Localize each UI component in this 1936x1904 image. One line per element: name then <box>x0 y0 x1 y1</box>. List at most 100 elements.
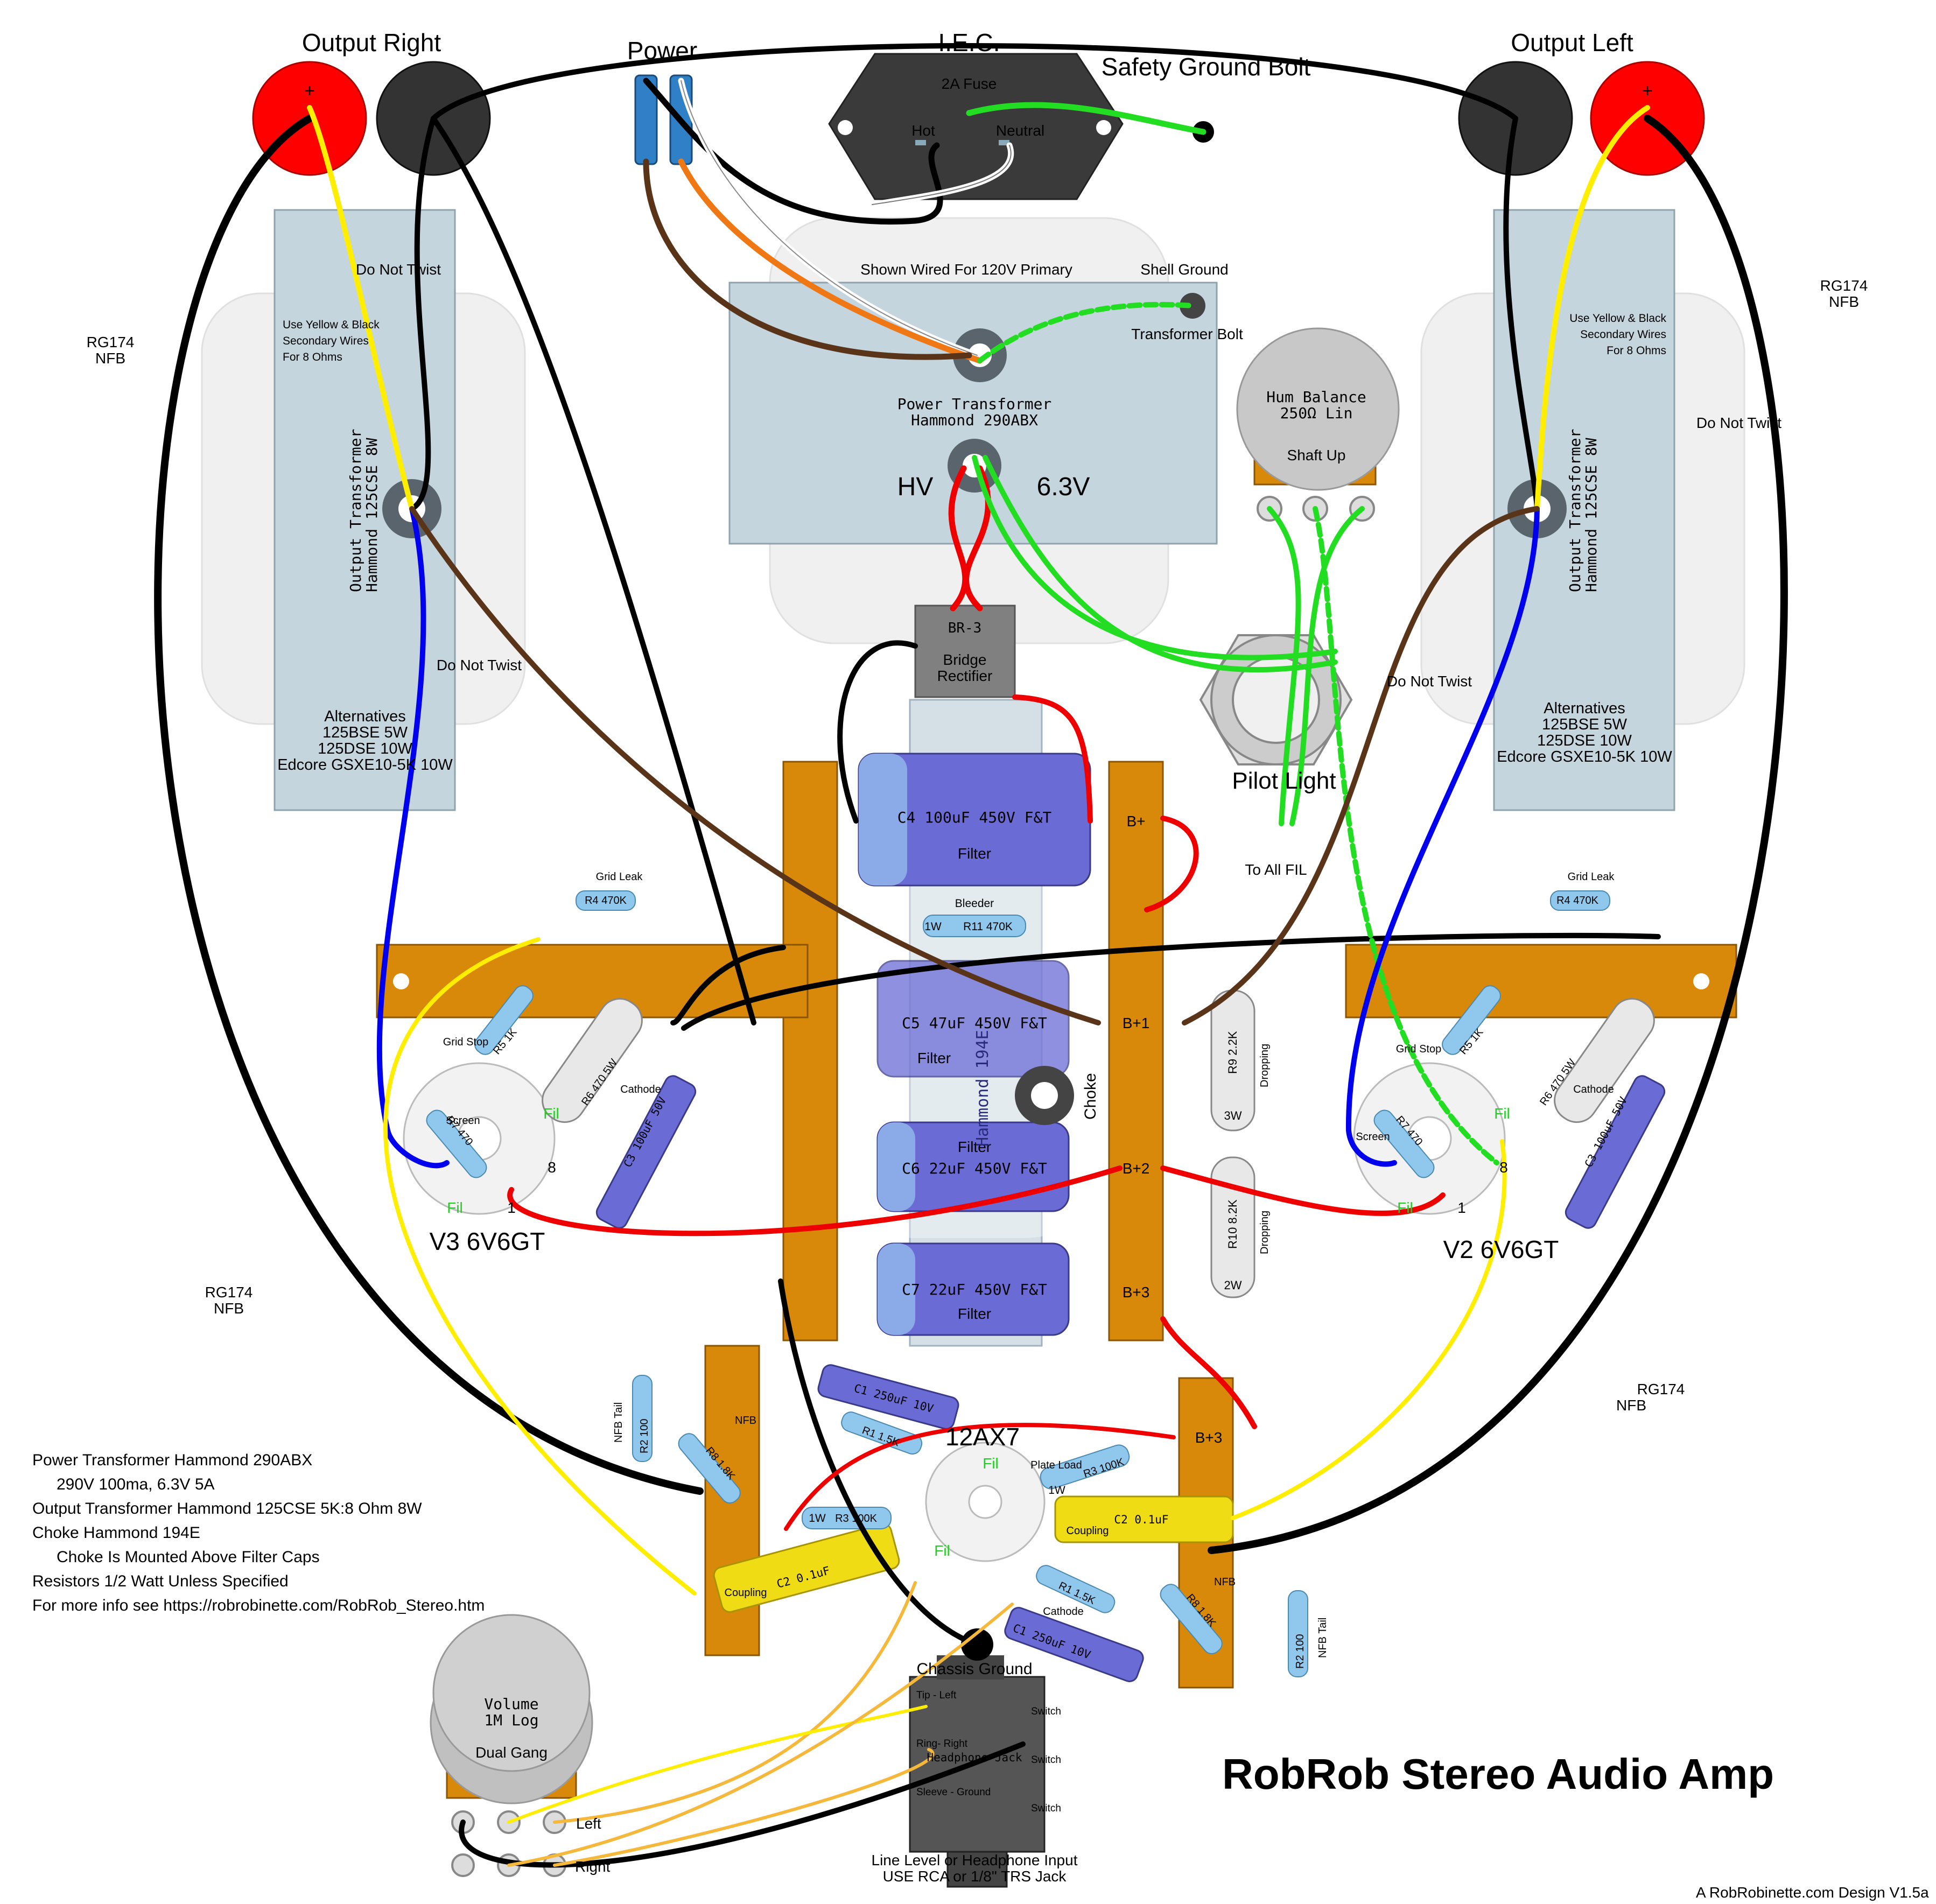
nfb-label-3: NFB <box>214 1300 244 1317</box>
capacitor-c7 <box>876 1242 1070 1336</box>
fuse-label: 2A Fuse <box>942 75 997 92</box>
c5-label: C5 47uF 450V F&T <box>902 1014 1047 1032</box>
secondary-hint-right-2: Secondary Wires <box>283 335 369 347</box>
wire-output-left-yellow <box>1534 105 1650 511</box>
fil-label-v3-b: Fil <box>447 1199 463 1216</box>
resistor-r11 <box>923 915 1026 937</box>
secondary-hint-left-3: For 8 Ohms <box>1607 345 1666 357</box>
volume-pot <box>430 1614 593 1877</box>
resistor-r4-v2 <box>1550 890 1610 911</box>
r3-label-bottom: R3 100K <box>835 1513 877 1524</box>
output-transformer-left-label: Output Transformer <box>1566 429 1584 592</box>
hum-balance-value: 250Ω Lin <box>1280 404 1353 422</box>
power-label: Power <box>627 37 697 65</box>
fil-label-v2-a: Fil <box>1494 1105 1510 1122</box>
bplus-label: B+ <box>1126 813 1145 830</box>
c7-filter-label: Filter <box>958 1305 991 1322</box>
alternatives-left-title: Alternatives <box>1544 700 1625 717</box>
output-right-label: Output Right <box>302 29 441 57</box>
pin1-label-v2: 1 <box>1457 1199 1466 1216</box>
bleeder-label: Bleeder <box>955 897 994 910</box>
wire-power-orange <box>678 158 983 364</box>
output-left-label: Output Left <box>1511 29 1633 57</box>
br3-label: BR-3 <box>948 620 982 636</box>
bridge-label: Bridge <box>943 651 987 668</box>
design-credit: A RobRobinette.com Design V1.5a <box>1696 1884 1929 1901</box>
capacitor-c1-top <box>817 1364 959 1430</box>
wire-plate-v2-blue <box>1345 506 1540 1167</box>
line-level-label: Line Level or Headphone Input <box>872 1852 1078 1868</box>
r3-watt-label-top: 1W <box>1048 1484 1065 1496</box>
do-not-twist-label-4: Do Not Twist <box>1696 414 1781 431</box>
resistor-r1-top <box>841 1411 923 1455</box>
coupling-label-right: Coupling <box>1067 1525 1109 1537</box>
tube-socket-v2 <box>1353 1062 1506 1215</box>
hum-balance-label: Hum Balance <box>1266 388 1366 406</box>
iec-label: I.E.C. <box>938 29 1000 57</box>
note-more-info: For more info see https://robrobinette.c… <box>32 1597 485 1614</box>
resistor-r3-top <box>1040 1444 1130 1490</box>
cathode-label-preamp: Cathode <box>1043 1606 1084 1618</box>
r3-watt-label-bottom: 1W <box>809 1512 826 1524</box>
resistor-r6-v3 <box>542 997 643 1123</box>
do-not-twist-label-2: Do Not Twist <box>437 657 522 673</box>
svg-text:+: + <box>1642 81 1653 101</box>
r4-label-v2: R4 470K <box>1556 895 1598 907</box>
capacitor-c1-bottom <box>1004 1607 1144 1682</box>
do-not-twist-label-1: Do Not Twist <box>356 261 441 278</box>
alternatives-left-2: 125DSE 10W <box>1537 732 1632 749</box>
resistor-r5-v3 <box>474 985 534 1055</box>
v3-label: V3 6V6GT <box>430 1227 545 1255</box>
wire-bplus2-red <box>507 1165 1123 1236</box>
do-not-twist-label-3: Do Not Twist <box>1387 673 1472 690</box>
capacitor-c3-v3 <box>595 1075 697 1229</box>
capacitor-c6 <box>876 1121 1070 1212</box>
c4-label: C4 100uF 450V F&T <box>897 809 1052 826</box>
wire-safety-ground <box>966 102 1207 135</box>
grid-stop-label-v3: Grid Stop <box>443 1036 488 1048</box>
safety-ground-label: Safety Ground Bolt <box>1102 53 1311 81</box>
use-rca-label: USE RCA or 1/8" TRS Jack <box>883 1868 1067 1885</box>
bplus3-label: B+3 <box>1123 1284 1150 1301</box>
wire-output-right-yellow <box>307 105 415 511</box>
fil-label-12ax7-a: Fil <box>983 1455 999 1472</box>
plate-load-label: Plate Load <box>1030 1459 1082 1471</box>
fil-label-v2-b: Fil <box>1397 1199 1413 1216</box>
c6-label: C6 22uF 450V F&T <box>902 1160 1047 1177</box>
coupling-label-left: Coupling <box>725 1587 767 1599</box>
neutral-label: Neutral <box>996 122 1044 139</box>
bridge-rectifier <box>914 605 1016 698</box>
output-transformer-right-label: Output Transformer <box>347 429 364 592</box>
volume-left-label: Left <box>576 1815 601 1832</box>
cathode-label-v3: Cathode <box>620 1084 661 1095</box>
tube-socket-12ax7 <box>925 1442 1046 1562</box>
volume-value-label: 1M Log <box>484 1711 538 1729</box>
tube-socket-v3 <box>403 1062 556 1215</box>
resistor-r3-bottom <box>802 1507 892 1529</box>
resistor-r2-left <box>632 1375 653 1462</box>
resistor-r4-v3 <box>576 890 636 911</box>
note-output-transformer: Output Transformer Hammond 125CSE 5K:8 O… <box>32 1500 422 1517</box>
screen-label-v2: Screen <box>1356 1131 1390 1143</box>
ring-right-label: Ring- Right <box>916 1738 968 1750</box>
screen-label-v3: Screen <box>446 1115 480 1127</box>
cathode-label-v2: Cathode <box>1573 1084 1614 1095</box>
switch-label-3: Switch <box>1031 1803 1061 1814</box>
alternatives-right-1: 125BSE 5W <box>322 724 408 741</box>
filter-terminal-strips <box>782 761 1164 1341</box>
c7-label: C7 22uF 450V F&T <box>902 1281 1047 1298</box>
wire-hv-red <box>948 465 969 612</box>
safety-ground-text: Safety Ground Bolt <box>1102 53 1311 81</box>
shell-ground-label: Shell Ground <box>1140 261 1228 278</box>
note-power-transformer-rating: 290V 100ma, 6.3V 5A <box>57 1476 215 1493</box>
output-transformer-right-model: Hammond 125CSE 8W <box>363 438 381 592</box>
output-transformer-left-model: Hammond 125CSE 8W <box>1582 438 1600 592</box>
r9-dropping-label: Dropping <box>1259 1044 1271 1087</box>
r2-label-right: R2 100 <box>1294 1634 1306 1669</box>
wire-power-white-outline <box>681 80 978 356</box>
alternatives-left-3: Edcore GSXE10-5K 10W <box>1497 748 1672 765</box>
resistor-r2-right <box>1288 1590 1308 1677</box>
alternatives-right-3: Edcore GSXE10-5K 10W <box>277 756 453 774</box>
output-transformer-left-housing <box>1420 209 1745 811</box>
